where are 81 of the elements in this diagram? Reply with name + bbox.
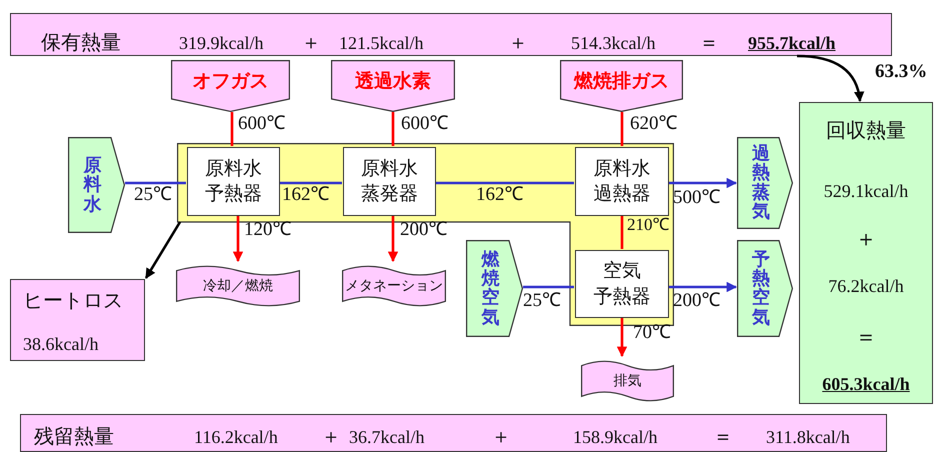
stream-name: 過熱蒸気 (751, 144, 771, 222)
equipment-box (575, 147, 669, 216)
edge-label: 500℃ (673, 188, 720, 207)
heading: 保有熱量 (41, 33, 121, 53)
edge-label: 210℃ (627, 216, 670, 233)
edge-label: 200℃ (400, 220, 448, 239)
heat-value: 311.8kcal/h (766, 428, 850, 446)
edge-label: 63.3% (875, 62, 928, 81)
edge-label: 25℃ (134, 185, 172, 204)
heat-loss-box (10, 279, 145, 361)
stream-name: 予熱空気 (751, 250, 771, 328)
connector (620, 112, 624, 146)
stream-tag (737, 137, 793, 229)
equipment-name: 空気予熱器 (592, 258, 652, 309)
stream-tag (466, 240, 523, 337)
output-name: メタネーション (344, 277, 444, 295)
heat-value: 36.7kcal/h (349, 428, 424, 446)
edge-label: 120℃ (244, 220, 292, 239)
connector (280, 182, 342, 184)
connector (616, 318, 628, 358)
heat-band (20, 414, 887, 452)
connector (144, 221, 182, 279)
stream-tag (737, 240, 793, 337)
connector (232, 216, 244, 262)
operator-sign: ＝ (713, 427, 733, 447)
edge-label: 70℃ (633, 323, 671, 342)
equipment-box (187, 147, 280, 216)
connector (669, 178, 738, 188)
recovered-heat-panel (799, 102, 933, 404)
equipment-name: 原料水予熱器 (204, 156, 263, 206)
connector (796, 54, 864, 102)
source-name: オフガス (192, 70, 270, 93)
source-name: 燃焼排ガス (572, 70, 670, 93)
equipment-name: 原料水蒸発器 (360, 156, 419, 206)
operator-sign: ＋ (508, 33, 528, 53)
operator-sign: ＋ (854, 228, 878, 250)
heading: ヒートロス (23, 291, 123, 311)
equipment-box (343, 147, 436, 216)
edge-label: 600℃ (401, 114, 448, 133)
heat-value: 121.5kcal/h (339, 34, 424, 52)
equipment-box (575, 250, 669, 318)
heat-total: 605.3kcal/h (821, 375, 911, 393)
heading: 残留熱量 (34, 427, 114, 447)
heading: 回収熱量 (825, 121, 907, 141)
heat-value: 514.3kcal/h (571, 34, 656, 52)
stream-name: 燃焼空気 (480, 250, 500, 328)
connector (523, 286, 574, 288)
edge-label: 620℃ (630, 114, 678, 133)
connector (669, 282, 738, 292)
heat-total: 955.7kcal/h (748, 34, 836, 52)
heat-value: 116.2kcal/h (194, 428, 278, 446)
operator-sign: ＋ (321, 427, 341, 447)
edge-label: 600℃ (238, 114, 286, 133)
connector (388, 216, 398, 262)
connector (392, 112, 394, 146)
source-tag (171, 60, 290, 112)
output-name: 冷却／燃焼 (202, 277, 274, 295)
heat-band (10, 13, 892, 56)
heat-value: 319.9kcal/h (179, 34, 264, 52)
connector (436, 182, 574, 184)
edge-label: 162℃ (282, 185, 330, 204)
heat-value: 158.9kcal/h (573, 428, 658, 446)
operator-sign: ＝ (854, 326, 878, 348)
edge-label: 25℃ (523, 291, 561, 310)
heat-value: 76.2kcal/h (827, 277, 905, 295)
stream-name: 原料水 (82, 156, 102, 214)
heat-value: 38.6kcal/h (23, 335, 98, 353)
connector (125, 182, 186, 184)
connector (620, 216, 624, 249)
connector (230, 112, 234, 146)
stream-tag (68, 137, 125, 233)
source-tag (560, 60, 683, 112)
operator-sign: ＝ (699, 33, 719, 53)
operator-sign: ＋ (491, 427, 511, 447)
heat-value: 529.1kcal/h (822, 182, 910, 200)
edge-label: 162℃ (476, 185, 524, 204)
source-tag (331, 60, 455, 112)
operator-sign: ＋ (301, 33, 321, 53)
source-name: 透過水素 (354, 70, 432, 93)
output-name: 排気 (612, 372, 642, 390)
equipment-name: 原料水過熱器 (592, 156, 652, 206)
